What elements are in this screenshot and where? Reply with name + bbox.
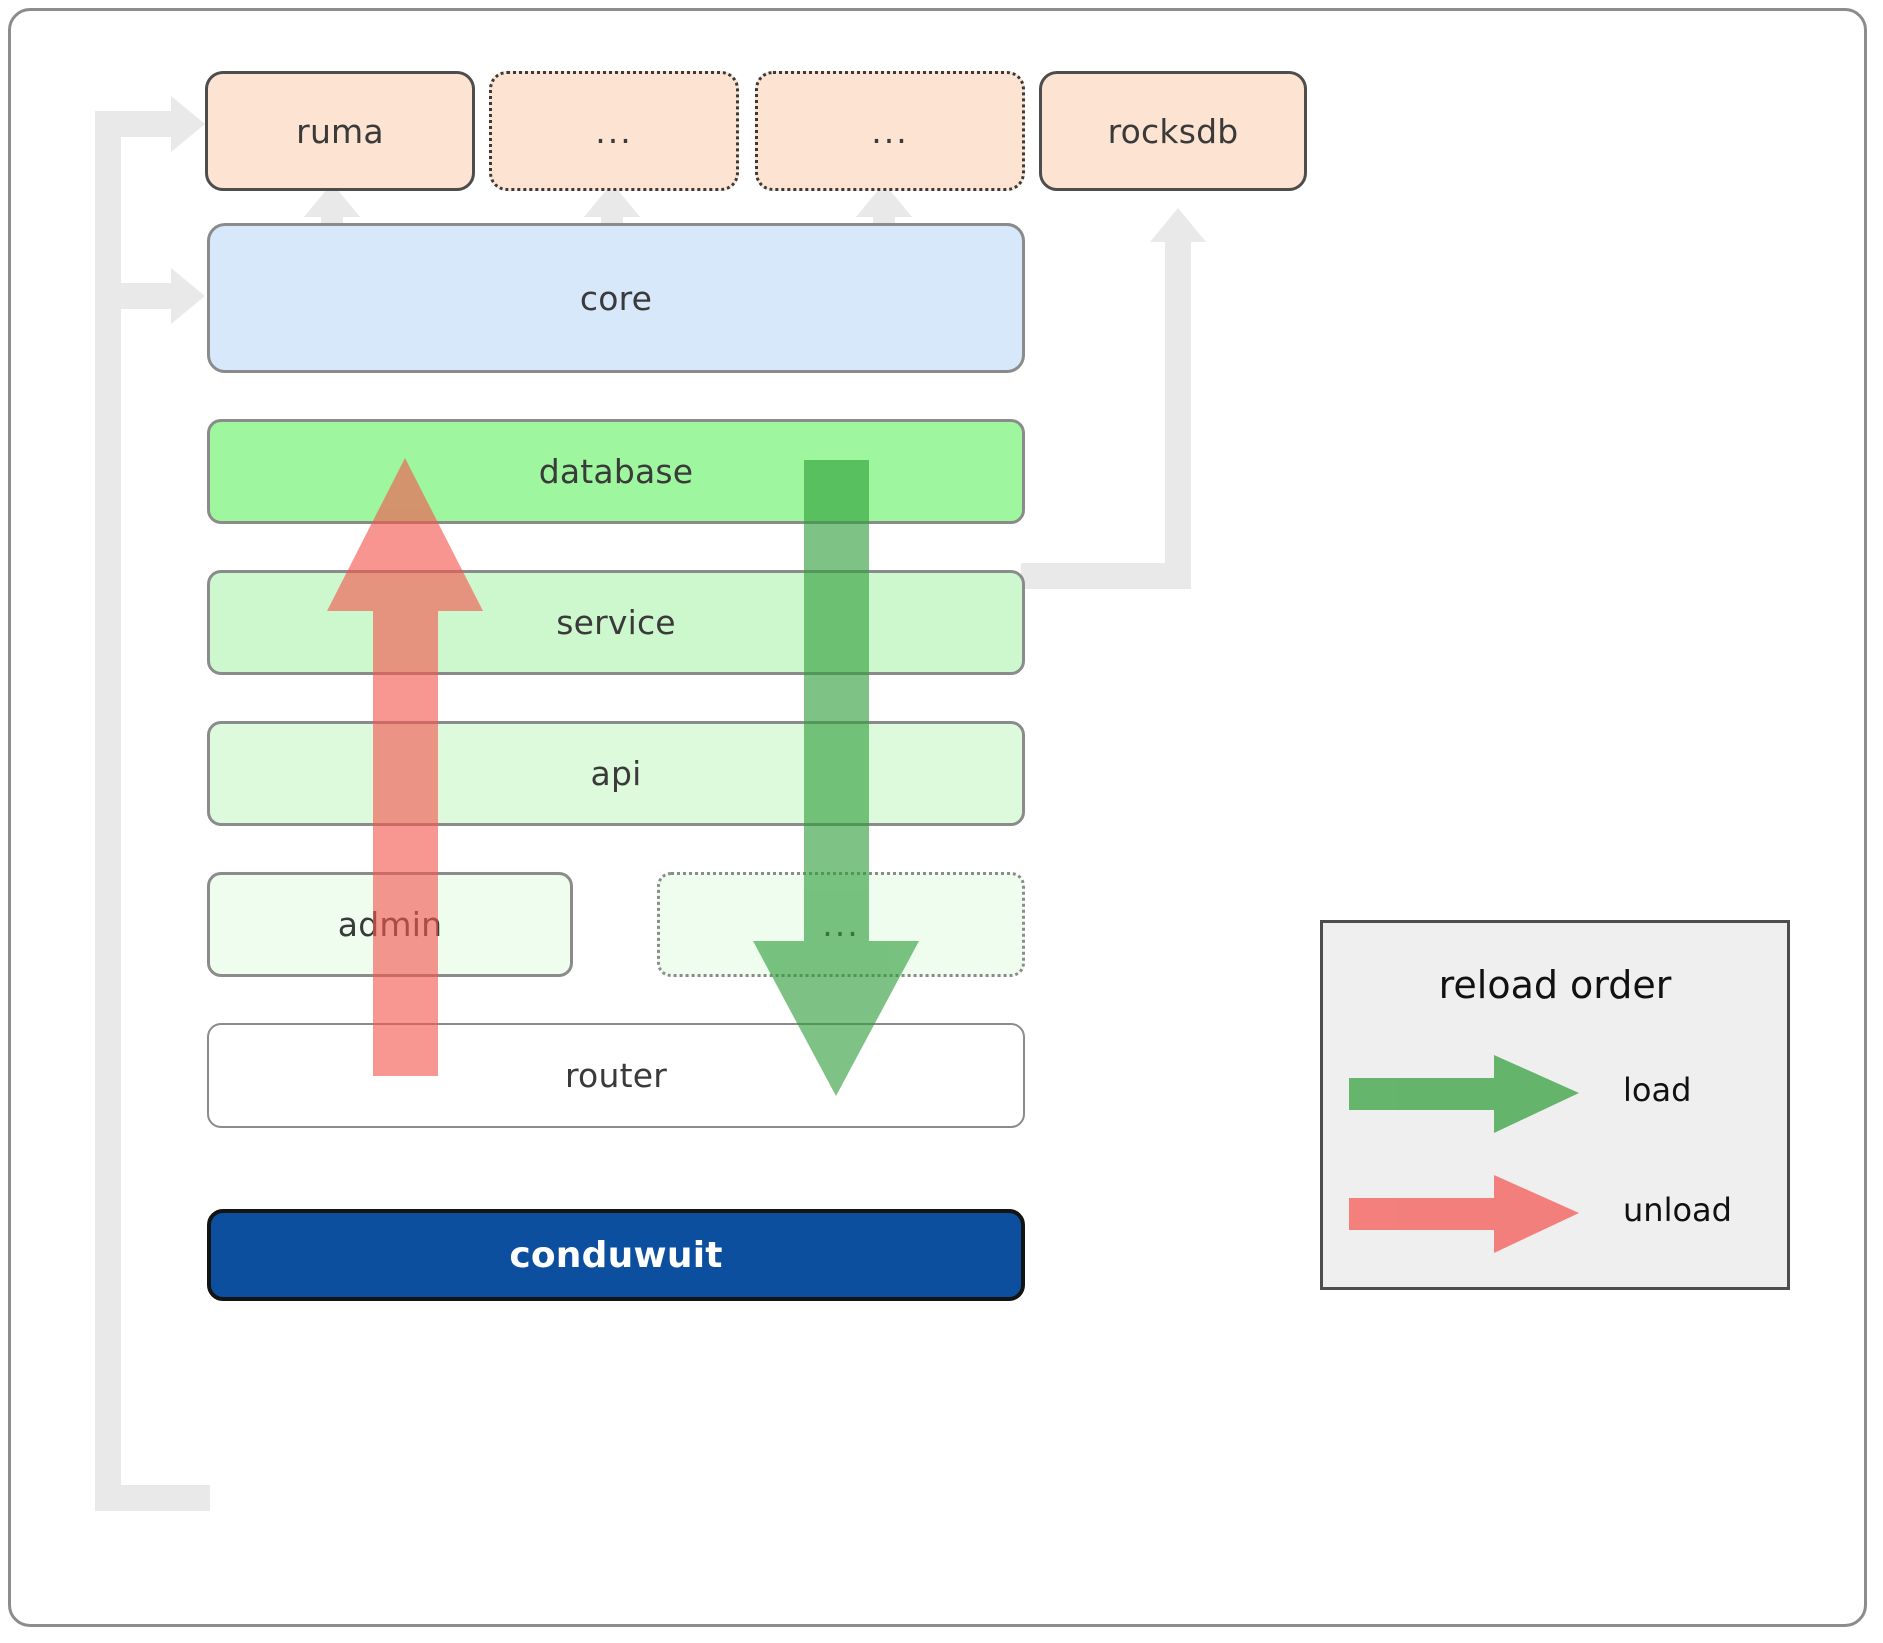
layer-box-ellipsis[interactable]: ... [657, 872, 1025, 977]
connector-branch-ruma [95, 111, 185, 137]
dependency-label: ... [595, 111, 633, 151]
dependency-label: rocksdb [1107, 111, 1239, 151]
layer-label: service [556, 603, 676, 642]
dependency-label: ruma [296, 111, 384, 151]
legend-unload-arrow [1349, 1175, 1579, 1253]
dependency-box-ruma[interactable]: ruma [205, 71, 475, 191]
layer-label: api [590, 754, 642, 793]
connector-trunk-vertical [95, 111, 121, 1511]
layer-label: ... [822, 905, 860, 944]
connector-branch-conduwuit [95, 1485, 210, 1511]
core-label: core [579, 278, 653, 318]
connector-database-right [1021, 563, 1191, 589]
layer-label: admin [337, 905, 443, 944]
legend-load-arrow [1349, 1055, 1579, 1133]
connector-arrow-core [171, 268, 205, 324]
layer-label: database [538, 452, 694, 491]
dependency-box-ellipsis-1[interactable]: ... [489, 71, 739, 191]
dependency-box-rocksdb[interactable]: rocksdb [1039, 71, 1307, 191]
binary-box-conduwuit[interactable]: conduwuit [207, 1209, 1025, 1301]
layer-box-service[interactable]: service [207, 570, 1025, 675]
legend-title: reload order [1438, 963, 1672, 1007]
layer-label: router [565, 1056, 667, 1095]
layer-box-router[interactable]: router [207, 1023, 1025, 1128]
core-box[interactable]: core [207, 223, 1025, 373]
dependency-label: ... [871, 111, 909, 151]
connector-arrow-ruma [171, 96, 205, 152]
layer-box-database[interactable]: database [207, 419, 1025, 524]
legend-panel: reload order load unload [1320, 920, 1790, 1290]
legend-unload-label: unload [1623, 1191, 1732, 1229]
dependency-box-ellipsis-2[interactable]: ... [755, 71, 1025, 191]
layer-box-api[interactable]: api [207, 721, 1025, 826]
binary-label: conduwuit [509, 1234, 723, 1276]
diagram-frame: ruma ... ... rocksdb core database servi… [8, 8, 1867, 1627]
connector-database-up [1165, 241, 1191, 589]
legend-load-label: load [1623, 1071, 1692, 1109]
connector-arrow-rocksdb [1150, 208, 1206, 242]
connector-branch-core [95, 283, 185, 309]
layer-box-admin[interactable]: admin [207, 872, 573, 977]
